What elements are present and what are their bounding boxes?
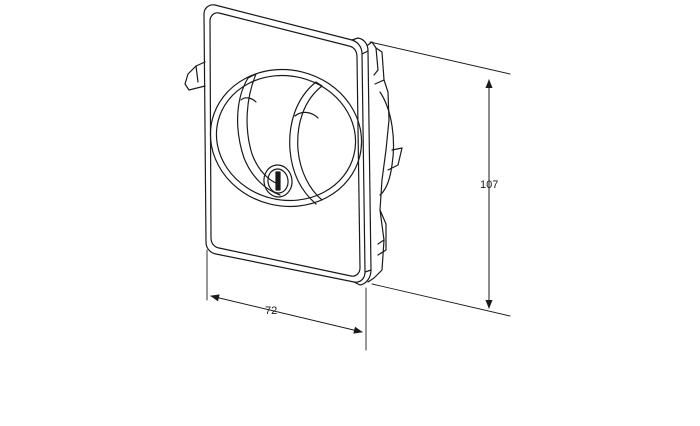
width-dimension-label: 72 [265,305,278,317]
side-clip [184,61,206,91]
large-flush-button [289,81,323,205]
small-flush-button [237,73,281,196]
key-lock-icon [263,164,293,198]
plate-front [203,4,372,286]
extension-lines [206,41,511,351]
height-dimension-label: 107 [480,179,499,191]
flush-button-ring [209,68,363,208]
width-dimension-arrow [210,294,363,334]
rear-housing [367,41,403,283]
